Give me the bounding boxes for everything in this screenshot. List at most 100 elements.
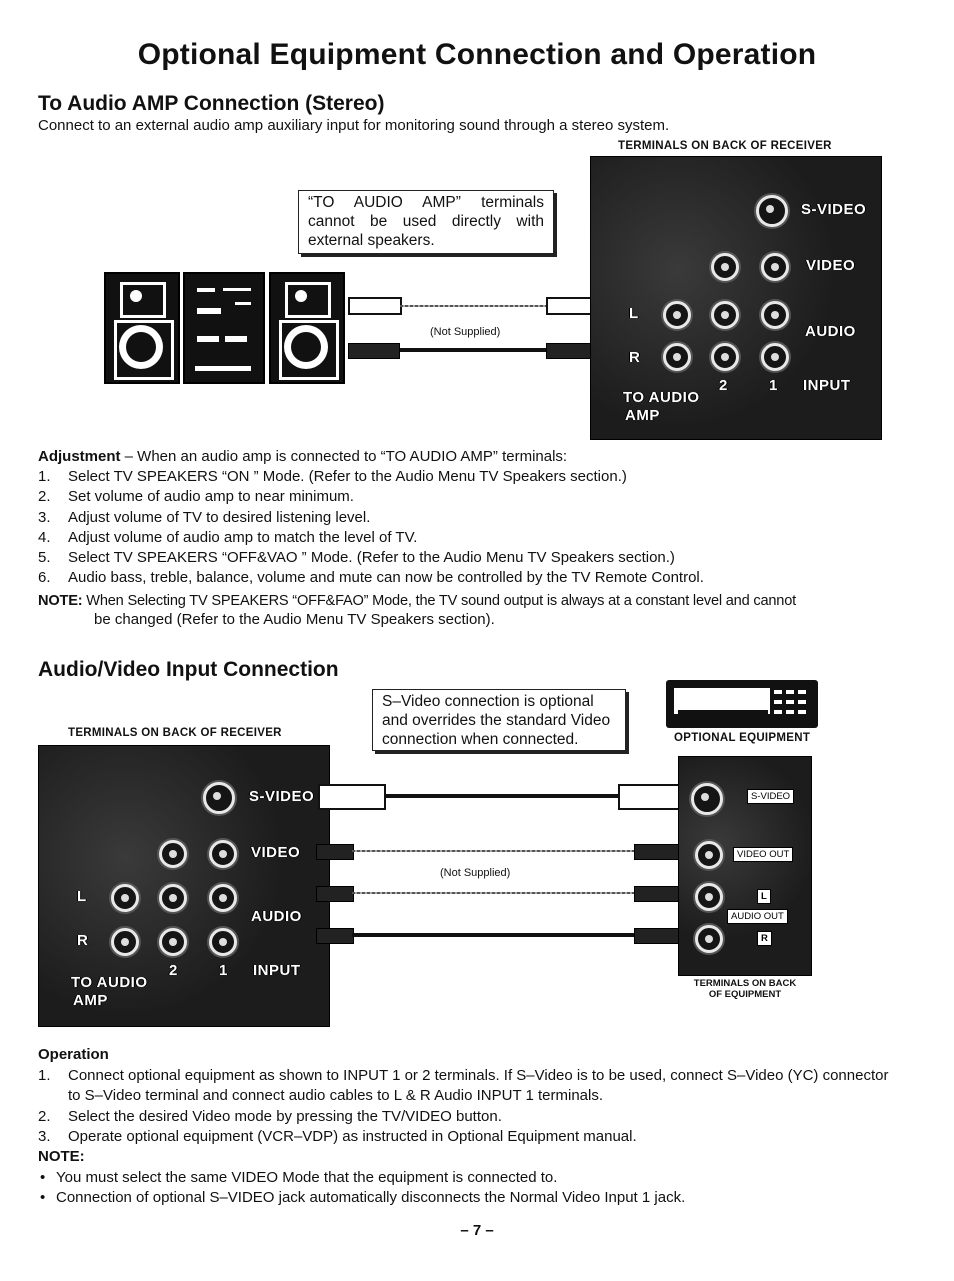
adjustment-label: Adjustment — [38, 448, 121, 465]
list-item: 4.Adjust volume of audio amp to match th… — [38, 528, 418, 546]
amp-r-jack-icon — [111, 928, 139, 956]
audio-r-plug-receiver — [316, 928, 354, 944]
audio-r-cable — [352, 933, 634, 937]
amp-l-jack-icon — [663, 301, 691, 329]
terminals-caption-av: TERMINALS ON BACK OF RECEIVER — [68, 727, 282, 739]
list-item: Connection of optional S–VIDEO jack auto… — [38, 1188, 898, 1209]
audio-l-plug-equipment — [634, 886, 682, 902]
s-video-jack-icon — [203, 782, 235, 814]
panel-l-label: L — [629, 305, 639, 322]
audio-amp-callout: “TO AUDIO AMP” terminals cannot be used … — [298, 190, 554, 254]
list-item: 2.Set volume of audio amp to near minimu… — [38, 488, 354, 506]
panel-input-label: INPUT — [803, 377, 851, 394]
rca-plug-right-amp — [348, 343, 400, 359]
audio-r-jack-2-icon — [711, 343, 739, 371]
video-jack-1-icon — [209, 840, 237, 868]
page-number: – 7 – — [460, 1222, 494, 1239]
page-title: Optional Equipment Connection and Operat… — [137, 38, 817, 71]
terminals-caption-top: TERMINALS ON BACK OF RECEIVER — [618, 140, 832, 152]
equip-video-out-jack-icon — [695, 841, 723, 869]
s-video-plug-equipment — [618, 784, 686, 810]
s-video-cable — [384, 794, 618, 798]
equip-video-out-label: VIDEO OUT — [733, 847, 794, 862]
panel-input-label: INPUT — [253, 962, 301, 979]
s-video-jack-icon — [756, 195, 788, 227]
audio-amp-note-line2: be changed (Refer to the Audio Menu TV S… — [94, 611, 495, 628]
av-input-heading: Audio/Video Input Connection — [38, 658, 339, 681]
panel-input-2-label: 2 — [719, 377, 728, 394]
audio-l-cable — [352, 892, 634, 894]
equip-l-label: L — [757, 889, 771, 904]
panel-to-audio-label: TO AUDIO — [623, 389, 700, 406]
receiver-terminal-panel-top: S-VIDEO VIDEO L AUDIO R TO AUDIO AMP 2 1… — [590, 156, 882, 440]
audio-amp-intro: Connect to an external audio amp auxilia… — [38, 117, 670, 134]
panel-input-1-label: 1 — [219, 962, 228, 979]
list-item: 6.Audio bass, treble, balance, volume an… — [38, 569, 704, 587]
operation-label: Operation — [38, 1046, 109, 1063]
list-item: You must select the same VIDEO Mode that… — [38, 1168, 898, 1189]
equip-s-video-jack-icon — [691, 783, 723, 815]
rca-plug-left-tv — [546, 297, 596, 315]
right-speaker-icon — [269, 272, 345, 384]
adjustment-intro: Adjustment – When an audio amp is connec… — [38, 447, 567, 467]
adjustment-steps: 1.Select TV SPEAKERS “ON ” Mode. (Refer … — [38, 467, 918, 589]
audio-l-jack-1-icon — [209, 884, 237, 912]
list-item: 3.Operate optional equipment (VCR–VDP) a… — [38, 1127, 637, 1145]
panel-audio-label: AUDIO — [251, 908, 302, 925]
panel-r-label: R — [629, 349, 641, 366]
panel-input-2-label: 2 — [169, 962, 178, 979]
cable-right-channel — [400, 348, 546, 352]
equip-audio-l-jack-icon — [695, 883, 723, 911]
panel-r-label: R — [77, 932, 89, 949]
audio-amp-icon — [183, 272, 265, 384]
list-item: 1.Connect optional equipment as shown to… — [38, 1067, 889, 1105]
video-jack-2-icon — [159, 840, 187, 868]
operation-steps: 1.Connect optional equipment as shown to… — [38, 1066, 898, 1147]
video-plug-receiver — [316, 844, 354, 860]
panel-l-label: L — [77, 888, 87, 905]
audio-l-jack-2-icon — [711, 301, 739, 329]
left-speaker-icon — [104, 272, 180, 384]
adjustment-text: – When an audio amp is connected to “TO … — [120, 448, 568, 465]
optional-equipment-caption: OPTIONAL EQUIPMENT — [674, 732, 811, 744]
not-supplied-label-top: (Not Supplied) — [430, 326, 501, 338]
equip-s-video-label: S-VIDEO — [747, 789, 795, 804]
audio-l-plug-receiver — [316, 886, 354, 902]
panel-audio-label: AUDIO — [805, 323, 856, 340]
s-video-plug-receiver — [318, 784, 386, 810]
receiver-terminal-panel-av: S-VIDEO VIDEO L AUDIO R TO AUDIO AMP 2 1… — [38, 745, 330, 1027]
equip-audio-r-jack-icon — [695, 925, 723, 953]
audio-l-jack-1-icon — [761, 301, 789, 329]
amp-l-jack-icon — [111, 884, 139, 912]
panel-s-video-label: S-VIDEO — [249, 788, 315, 805]
av-note-label: NOTE: — [38, 1148, 85, 1165]
list-item: 1.Select TV SPEAKERS “ON ” Mode. (Refer … — [38, 468, 627, 485]
av-notes: You must select the same VIDEO Mode that… — [38, 1168, 898, 1209]
vcr-icon — [666, 680, 818, 728]
panel-input-1-label: 1 — [769, 377, 778, 394]
panel-to-audio-label: TO AUDIO — [71, 974, 148, 991]
cable-left-channel — [400, 305, 546, 307]
amp-r-jack-icon — [663, 343, 691, 371]
video-jack-2-icon — [711, 253, 739, 281]
equipment-terminal-panel: S-VIDEO VIDEO OUT L AUDIO OUT R — [678, 756, 812, 976]
list-item: 2.Select the desired Video mode by press… — [38, 1107, 502, 1125]
note-label: NOTE: — [38, 593, 83, 609]
s-video-callout: S–Video connection is optional and overr… — [372, 689, 626, 751]
panel-video-label: VIDEO — [806, 257, 856, 274]
not-supplied-label-av: (Not Supplied) — [440, 867, 511, 879]
equipment-terminals-caption: TERMINALS ON BACK OF EQUIPMENT — [693, 978, 797, 1000]
panel-amp-label: AMP — [625, 407, 660, 424]
video-plug-equipment — [634, 844, 682, 860]
equip-audio-out-label: AUDIO OUT — [727, 909, 788, 924]
audio-amp-note: NOTE: When Selecting TV SPEAKERS “OFF&FA… — [38, 593, 796, 609]
list-item: 3.Adjust volume of TV to desired listeni… — [38, 508, 371, 526]
audio-r-plug-equipment — [634, 928, 682, 944]
audio-r-jack-1-icon — [209, 928, 237, 956]
audio-amp-heading: To Audio AMP Connection (Stereo) — [38, 92, 385, 115]
audio-r-jack-1-icon — [761, 343, 789, 371]
rca-plug-right-tv — [546, 343, 594, 359]
list-item: 5.Select TV SPEAKERS “OFF&VAO ” Mode. (R… — [38, 549, 675, 567]
panel-amp-label: AMP — [73, 992, 108, 1009]
video-jack-1-icon — [761, 253, 789, 281]
